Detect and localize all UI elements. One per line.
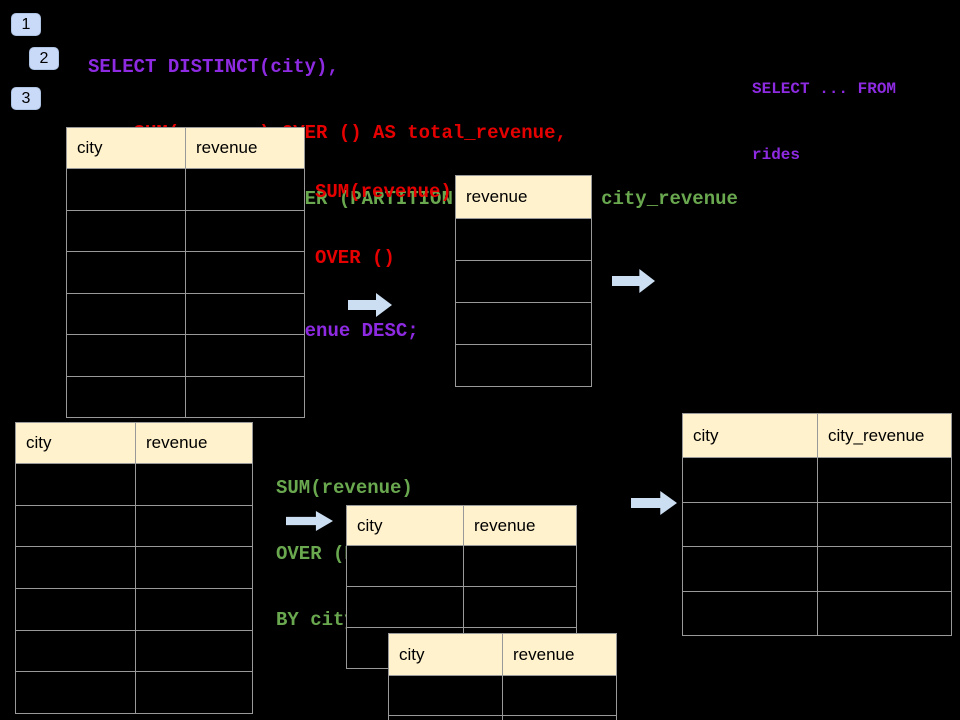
table-cell <box>186 335 305 377</box>
table-cell <box>464 587 577 628</box>
column-header-revenue: revenue <box>456 176 592 219</box>
table-cell <box>16 630 136 673</box>
table-cell <box>464 546 577 587</box>
column-header-city-revenue: city_revenue <box>818 414 952 458</box>
column-header-revenue: revenue <box>186 128 305 169</box>
table-cell <box>136 505 253 548</box>
column-header-city: city <box>683 414 818 458</box>
step-badge-1-label: 1 <box>21 15 31 33</box>
sql-side-snippet: SELECT ... FROM rides <box>752 34 896 210</box>
column-header-revenue: revenue <box>464 506 577 546</box>
label-total-line1: SUM(revenue) <box>315 181 452 203</box>
table-cell <box>67 252 186 294</box>
table-revenue-only: revenue <box>455 175 592 387</box>
table-cell <box>503 716 617 720</box>
label-partition-line1: SUM(revenue) <box>276 477 413 499</box>
table-cell <box>818 591 952 636</box>
label-total-line2: OVER () <box>315 247 395 269</box>
table-cell <box>347 546 464 587</box>
table-cell <box>347 587 464 628</box>
column-header-city: city <box>16 423 136 464</box>
step-badge-2: 2 <box>29 47 59 70</box>
table-cell <box>16 672 136 715</box>
table-source-bottom: city revenue <box>15 422 253 715</box>
column-header-city: city <box>389 634 503 676</box>
step-badge-1: 1 <box>11 13 41 36</box>
table-cell <box>389 716 503 720</box>
table-cell <box>67 210 186 252</box>
table-cell <box>389 676 503 716</box>
table-cell <box>186 252 305 294</box>
column-header-city: city <box>67 128 186 169</box>
table-cell <box>16 547 136 590</box>
step-badge-3-label: 3 <box>21 89 31 107</box>
table-cell <box>818 458 952 503</box>
sql-line-select: SELECT DISTINCT(city), <box>88 56 339 78</box>
table-cell <box>67 169 186 211</box>
step-badge-2-label: 2 <box>39 49 49 67</box>
table-cell <box>136 630 253 673</box>
label-total-revenue: SUM(revenue) OVER () <box>315 137 452 313</box>
table-cell <box>136 547 253 590</box>
column-header-revenue: revenue <box>136 423 253 464</box>
arrow-right-icon <box>348 293 392 317</box>
table-cell <box>16 589 136 631</box>
table-cell <box>683 502 818 547</box>
column-header-city: city <box>347 506 464 546</box>
table-result: city city_revenue <box>682 413 952 636</box>
table-cell <box>136 589 253 631</box>
table-cell <box>456 261 592 303</box>
sql-side-line1: SELECT ... FROM <box>752 80 897 98</box>
table-partition-back: city revenue <box>388 633 617 720</box>
table-cell <box>683 591 818 636</box>
column-header-revenue: revenue <box>503 634 617 676</box>
table-cell <box>186 376 305 418</box>
table-cell <box>818 547 952 592</box>
table-cell <box>456 219 592 261</box>
table-cell <box>818 502 952 547</box>
table-cell <box>683 547 818 592</box>
table-cell <box>186 293 305 335</box>
arrow-right-icon <box>612 269 655 293</box>
table-cell <box>683 458 818 503</box>
sql-side-line2: rides <box>752 146 801 164</box>
table-cell <box>16 505 136 548</box>
arrow-right-icon <box>286 511 333 531</box>
table-cell <box>503 676 617 716</box>
arrow-right-icon <box>631 491 677 515</box>
table-cell <box>456 345 592 387</box>
table-cell <box>16 464 136 506</box>
step-badge-3: 3 <box>11 87 41 110</box>
table-cell <box>67 376 186 418</box>
table-cell <box>186 210 305 252</box>
table-source-top: city revenue <box>66 127 305 418</box>
table-cell <box>67 293 186 335</box>
table-cell <box>186 169 305 211</box>
table-cell <box>136 672 253 715</box>
table-cell <box>67 335 186 377</box>
table-cell <box>136 464 253 506</box>
table-cell <box>456 303 592 345</box>
